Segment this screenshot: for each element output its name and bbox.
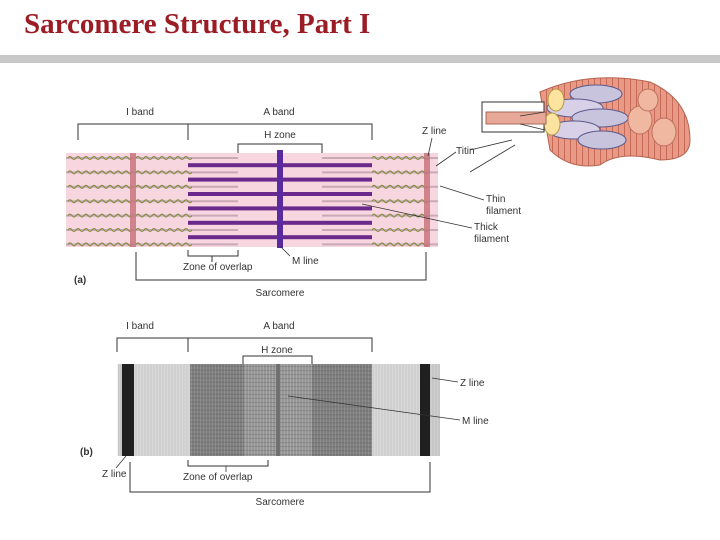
thick-filament-label: Thick filament: [474, 222, 509, 245]
zone-of-overlap-bracket-b: [187, 460, 269, 467]
titin-spring: [67, 156, 133, 160]
titin-spring: [135, 228, 193, 232]
titin-spring: [135, 213, 193, 218]
i-band-label-b: I band: [126, 321, 154, 332]
z-disc-right: [424, 153, 430, 247]
panel-b: I band A band H zone Zone of overlap Sar…: [80, 321, 489, 508]
titin-spring: [135, 242, 193, 247]
titin-spring: [135, 156, 193, 160]
z-disc-left: [130, 153, 136, 247]
z-line-right-label-b: Z line: [460, 378, 485, 389]
titin-spring: [371, 242, 429, 247]
titin-spring: [67, 170, 133, 175]
titin-spring: [371, 184, 429, 189]
titin-spring: [67, 199, 133, 204]
m-line-bar: [277, 150, 283, 248]
h-zone-label-a: H zone: [264, 130, 296, 141]
zone-of-overlap-label-a: Zone of overlap: [183, 262, 253, 273]
muscle-fiber-inset: [481, 77, 691, 167]
myofibril-bundle: [543, 84, 677, 150]
m-line-label-a: M line: [292, 256, 319, 267]
a-band-bracket-a: [187, 123, 373, 140]
titin-spring: [67, 242, 133, 247]
titin-spring: [135, 199, 193, 204]
titin-label: Titin: [456, 146, 475, 157]
sarcomere-bracket-b: [129, 462, 431, 493]
thin-filament-label: Thin filament: [486, 194, 521, 217]
titin-spring: [67, 184, 133, 189]
m-line-label-b: M line: [462, 416, 489, 427]
panel-a-label: (a): [74, 275, 86, 286]
z-line-label-a: Z line: [422, 126, 447, 137]
titin-spring: [371, 170, 429, 175]
slide-title: Sarcomere Structure, Part I: [24, 8, 371, 40]
i-band-label-a: I band: [126, 107, 154, 118]
h-zone-bracket-a: [237, 143, 323, 156]
titin-spring: [371, 156, 429, 160]
zone-of-overlap-bracket-a: [187, 250, 239, 257]
sarcomere-label-b: Sarcomere: [256, 497, 305, 508]
titin-spring: [135, 184, 193, 189]
i-band-bracket-a: [77, 123, 189, 140]
title-divider: [0, 55, 720, 63]
sarcomere-bracket-a: [135, 252, 427, 281]
titin-spring: [371, 213, 429, 218]
h-zone-label-b: H zone: [261, 345, 293, 356]
sarcomere-label-a: Sarcomere: [256, 288, 305, 299]
titin-spring: [371, 199, 429, 204]
a-band-label-a: A band: [263, 107, 294, 118]
titin-spring: [371, 228, 429, 232]
electron-micrograph: [117, 364, 440, 456]
panel-a: I band A band H zone Zone of overlap M l…: [66, 107, 521, 299]
panel-b-label: (b): [80, 447, 93, 458]
sarcomere-background: [66, 153, 438, 247]
a-band-label-b: A band: [263, 321, 294, 332]
titin-spring: [67, 213, 133, 218]
z-line-left-label-b: Z line: [102, 469, 127, 480]
titin-spring: [67, 228, 133, 232]
a-band-bracket-b: [187, 337, 373, 352]
zone-of-overlap-label-b: Zone of overlap: [183, 472, 253, 483]
i-band-bracket-b: [116, 337, 189, 352]
h-zone-bracket-b: [242, 355, 313, 364]
titin-spring: [135, 170, 193, 175]
